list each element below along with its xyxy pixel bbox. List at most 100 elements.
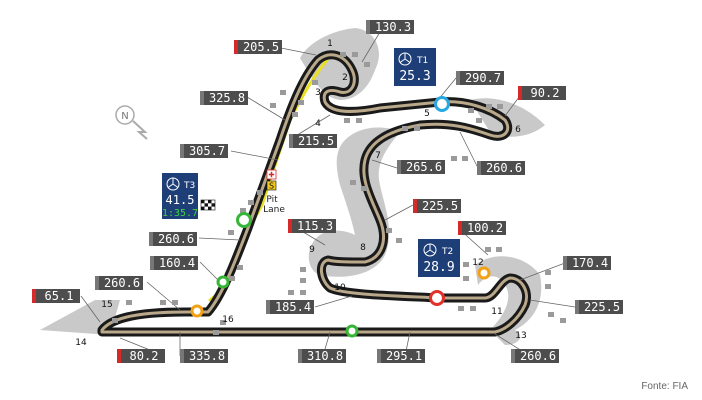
corner-number: 4 <box>315 119 321 129</box>
speed-trap-value: 260.6 <box>486 161 522 175</box>
speed-trap: 225.5 <box>575 300 623 314</box>
distance-marker <box>344 118 350 123</box>
leader-line <box>80 295 101 323</box>
distance-marker <box>468 108 474 113</box>
distance-marker <box>280 90 286 95</box>
checkered-flag-icon <box>200 199 216 211</box>
corner-number: 5 <box>424 109 430 119</box>
speed-trap-box <box>575 300 623 314</box>
speed-trap: 260.6 <box>477 161 525 175</box>
speed-trap-box <box>458 221 506 235</box>
distance-marker <box>356 118 362 123</box>
leader-line <box>459 131 479 169</box>
timing-label-t3: T3 <box>183 181 195 191</box>
speed-trap-box <box>200 91 248 105</box>
speed-trap: 335.8 <box>180 349 228 363</box>
marker-orange <box>190 304 204 318</box>
speed-trap: 185.4 <box>266 300 314 314</box>
speed-trap-tab <box>200 91 204 105</box>
speed-trap-tab <box>397 160 401 174</box>
speed-trap-box <box>563 256 611 270</box>
speed-trap-value: 100.2 <box>467 221 503 235</box>
speed-trap-value: 80.2 <box>130 349 159 363</box>
distance-marker <box>462 156 468 161</box>
speed-trap-tab <box>266 300 270 314</box>
distance-marker <box>386 228 392 233</box>
corner-number: 2 <box>342 73 348 83</box>
corner-number: 10 <box>334 283 346 293</box>
corner-number: 11 <box>491 307 502 317</box>
distance-marker <box>361 186 367 191</box>
speed-trap-value: 160.4 <box>159 256 195 270</box>
leader-line <box>198 237 241 241</box>
speed-trap-box <box>149 232 197 246</box>
speed-trap-red-tab <box>234 40 238 54</box>
speed-trap-tab <box>150 256 154 270</box>
speed-trap-red-tab <box>288 219 292 233</box>
distance-marker <box>451 156 457 161</box>
distance-marker <box>352 52 358 57</box>
distance-marker <box>463 276 469 281</box>
speed-trap: 310.8 <box>298 349 346 363</box>
timing-value-t3: 41.5 <box>166 193 195 207</box>
distance-marker <box>172 300 178 305</box>
leader-line <box>230 150 279 161</box>
distance-marker <box>213 330 219 335</box>
distance-marker <box>463 262 469 267</box>
corner-number: 12 <box>472 258 483 268</box>
speed-trap-tab <box>377 349 381 363</box>
speed-trap-box <box>518 86 566 100</box>
compass-north-icon: N <box>115 105 148 140</box>
corner-number: 1 <box>327 39 333 49</box>
distance-marker <box>288 290 294 295</box>
distance-marker <box>229 276 235 281</box>
leader-line <box>361 31 381 63</box>
marker-green <box>345 324 359 338</box>
speed-trap-box <box>397 160 445 174</box>
leader-line <box>529 299 576 308</box>
compass-letter: N <box>121 111 128 122</box>
corner-number: 8 <box>360 243 366 253</box>
speed-trap: 205.5 <box>234 40 282 54</box>
corner-number: 16 <box>222 315 234 325</box>
distance-marker <box>300 267 306 272</box>
speed-trap-value: 260.6 <box>104 276 140 290</box>
distance-marker <box>300 290 306 295</box>
speed-trap-value: 335.8 <box>189 349 225 363</box>
speed-trap: 115.3 <box>288 219 336 233</box>
corner-number: 6 <box>515 125 521 135</box>
leader-line <box>314 295 353 308</box>
speed-trap-box <box>456 71 504 85</box>
speed-trap-value: 225.5 <box>584 300 620 314</box>
speed-trap-red-tab <box>413 199 417 213</box>
speed-trap-value: 260.6 <box>520 349 556 363</box>
speed-trap: 290.7 <box>456 71 504 85</box>
speed-trap-tab <box>149 232 153 246</box>
mercedes-logo-icon <box>398 52 412 66</box>
speed-trap: 295.1 <box>377 349 425 363</box>
distance-marker <box>396 238 402 243</box>
distance-marker <box>470 306 476 311</box>
corner-number: 14 <box>75 338 87 348</box>
distance-marker <box>476 118 482 123</box>
distance-marker <box>560 318 566 323</box>
speed-trap-box <box>366 20 414 34</box>
distance-marker <box>220 320 226 325</box>
speed-trap: 215.5 <box>289 134 337 148</box>
distance-marker <box>112 318 118 323</box>
distance-marker <box>228 230 234 235</box>
distance-marker <box>486 104 492 109</box>
distance-marker <box>496 247 502 252</box>
distance-markers <box>112 52 566 335</box>
corner-number: 3 <box>315 88 321 98</box>
speed-trap-box <box>413 199 461 213</box>
speed-trap-tab <box>456 71 460 85</box>
lap-time: 1:35.7 <box>162 208 198 219</box>
corner-number: 7 <box>375 151 381 161</box>
corner-number: 13 <box>515 331 526 341</box>
runoff-turn1 <box>300 28 379 100</box>
distance-marker <box>548 312 554 317</box>
medical-sign-icon <box>266 169 277 180</box>
